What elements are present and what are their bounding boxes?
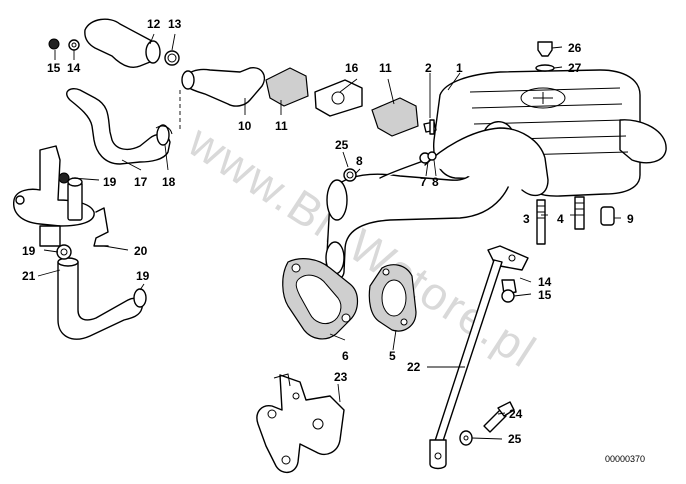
callout-19-c: 19 [136,269,150,283]
callout-11-a: 11 [275,119,288,133]
callout-labels: 1 2 3 4 5 6 7 8 8 9 10 11 11 12 13 14 14… [22,17,634,446]
callout-19-b: 19 [22,244,36,258]
hose-upper [66,88,173,165]
support-strut [429,245,529,470]
callout-11-b: 11 [379,61,392,75]
callout-13: 13 [168,17,182,31]
callout-8-b: 8 [432,175,439,189]
gaskets [282,258,417,340]
callout-22: 22 [407,360,421,374]
callout-26: 26 [568,41,582,55]
callout-14-b: 14 [538,275,552,289]
callout-8-a: 8 [356,154,363,168]
muffler-studs [536,196,615,245]
callout-3: 3 [523,212,530,226]
mounting-bracket [256,373,345,473]
callout-18: 18 [162,175,176,189]
studs-nuts [343,119,437,182]
callout-1: 1 [456,61,463,75]
callout-16: 16 [345,61,359,75]
callout-2: 2 [425,61,432,75]
air-pump-valve [13,145,109,247]
hose-lower [56,244,147,340]
leader-lines [37,33,621,440]
flange-pipe [181,67,419,137]
callout-25-b: 25 [508,432,522,446]
callout-23: 23 [334,370,348,384]
callout-21: 21 [22,269,36,283]
callout-27: 27 [568,61,582,75]
callout-6: 6 [342,349,349,363]
callout-15-a: 15 [47,61,61,75]
callout-10: 10 [238,119,252,133]
drain-plug [535,41,555,72]
callout-19-a: 19 [103,175,117,189]
callout-17: 17 [134,175,148,189]
elbow-pipe-top [48,18,180,68]
callout-14-a: 14 [67,61,81,75]
callout-5: 5 [389,349,396,363]
callout-4: 4 [557,212,564,226]
callout-12: 12 [147,17,161,31]
callout-15-b: 15 [538,288,552,302]
callout-7: 7 [420,175,427,189]
callout-24: 24 [509,407,523,421]
exhaust-header-pipe [325,121,549,281]
reference-number: 00000370 [605,454,645,464]
callout-20: 20 [134,244,148,258]
callout-9: 9 [627,212,634,226]
callout-25-a: 25 [335,138,349,152]
